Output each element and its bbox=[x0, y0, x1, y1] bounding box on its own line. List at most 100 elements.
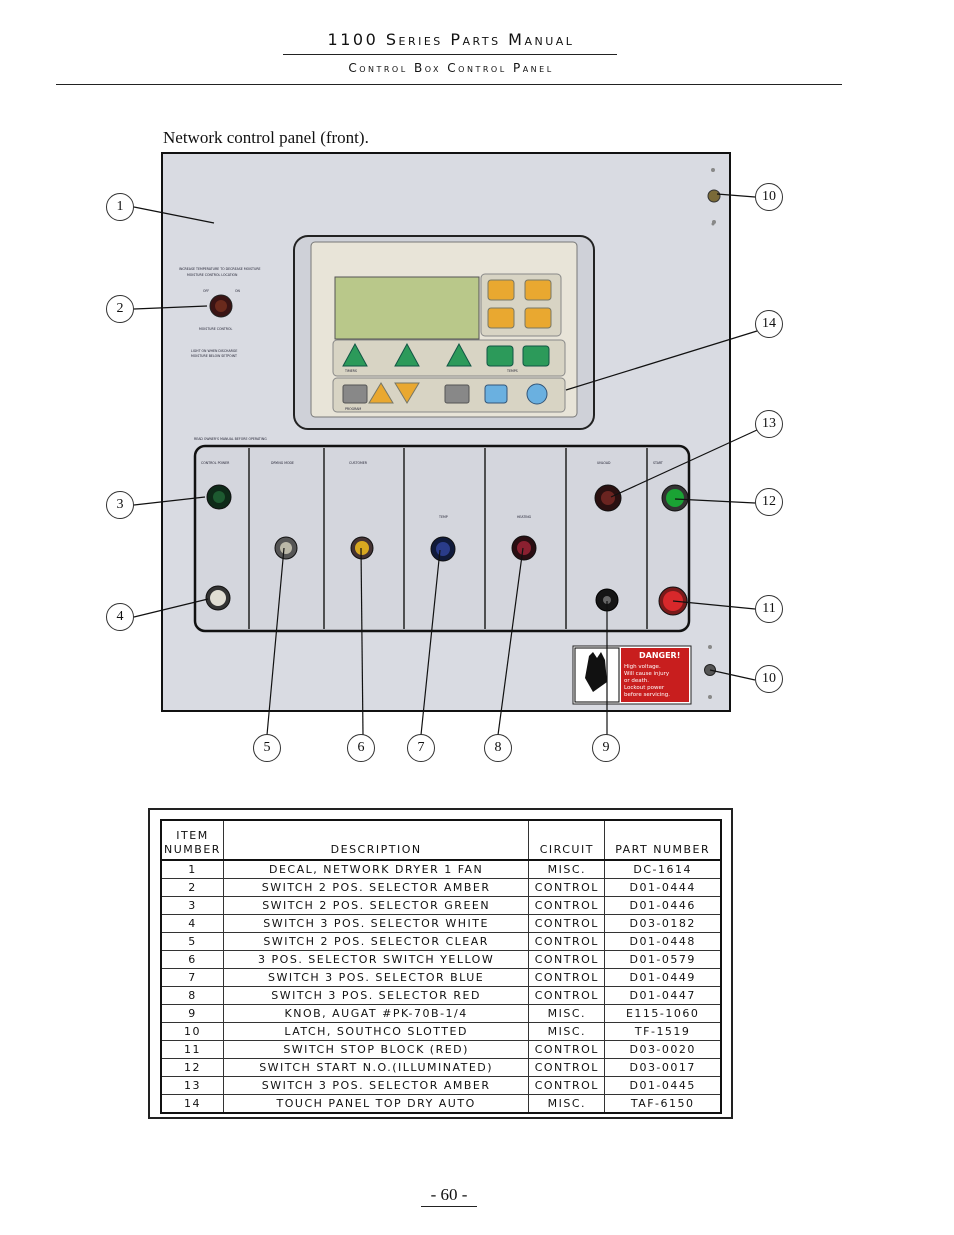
figure-caption: Network control panel (front). bbox=[163, 128, 369, 147]
cell-circuit: CONTROL bbox=[528, 896, 606, 915]
cell-description: DECAL, NETWORK DRYER 1 FAN bbox=[222, 859, 530, 879]
cell-item: 10 bbox=[160, 1022, 224, 1041]
svg-text:DRYING MODE: DRYING MODE bbox=[271, 461, 294, 465]
cell-item: 7 bbox=[160, 968, 224, 987]
callout-2: 2 bbox=[106, 295, 134, 323]
svg-text:MOISTURE CONTROL LOCATION: MOISTURE CONTROL LOCATION bbox=[187, 273, 238, 277]
moisture-label: INCREASE TEMPERATURE TO DECREASE MOISTUR… bbox=[179, 267, 261, 271]
cell-item: 13 bbox=[160, 1076, 224, 1095]
callout-12: 12 bbox=[755, 488, 783, 516]
svg-text:Will cause injury: Will cause injury bbox=[624, 671, 670, 677]
cell-circuit: CONTROL bbox=[528, 932, 606, 951]
cell-part-number: D01-0444 bbox=[604, 878, 722, 897]
col-description: DESCRIPTION bbox=[222, 819, 530, 861]
cell-item: 2 bbox=[160, 878, 224, 897]
cell-description: LATCH, SOUTHCO SLOTTED bbox=[222, 1022, 530, 1041]
cell-circuit: CONTROL bbox=[528, 968, 606, 987]
col-circuit: CIRCUIT bbox=[528, 819, 606, 861]
danger-title: DANGER! bbox=[639, 651, 680, 660]
cell-part-number: D03-0017 bbox=[604, 1058, 722, 1077]
svg-text:LIGHT ON WHEN DISCHARGE: LIGHT ON WHEN DISCHARGE bbox=[191, 349, 237, 353]
callout-5: 5 bbox=[253, 734, 281, 762]
cell-item: 1 bbox=[160, 859, 224, 879]
callout-6: 6 bbox=[347, 734, 375, 762]
cell-part-number: E115-1060 bbox=[604, 1004, 722, 1023]
cell-description: TOUCH PANEL TOP DRY AUTO bbox=[222, 1094, 530, 1114]
svg-text:UNLOAD: UNLOAD bbox=[597, 461, 611, 465]
col-part-number: PART NUMBER bbox=[604, 819, 722, 861]
callout-13: 13 bbox=[755, 410, 783, 438]
cell-item: 6 bbox=[160, 950, 224, 969]
svg-text:CUSTOMER: CUSTOMER bbox=[349, 461, 368, 465]
cell-part-number: D01-0449 bbox=[604, 968, 722, 987]
callout-14: 14 bbox=[755, 310, 783, 338]
cell-part-number: D01-0448 bbox=[604, 932, 722, 951]
latch-top bbox=[707, 189, 721, 203]
cell-part-number: DC-1614 bbox=[604, 859, 722, 879]
callout-7: 7 bbox=[407, 734, 435, 762]
cell-circuit: CONTROL bbox=[528, 1058, 606, 1077]
cell-part-number: D01-0445 bbox=[604, 1076, 722, 1095]
svg-text:Lockout power: Lockout power bbox=[624, 685, 665, 691]
manual-title: 1100 Series Parts Manual bbox=[327, 30, 575, 49]
cell-part-number: TAF-6150 bbox=[604, 1094, 722, 1114]
cell-item: 12 bbox=[160, 1058, 224, 1077]
cell-circuit: CONTROL bbox=[528, 1076, 606, 1095]
cell-item: 3 bbox=[160, 896, 224, 915]
cell-part-number: TF-1519 bbox=[604, 1022, 722, 1041]
callout-11: 11 bbox=[755, 595, 783, 623]
callout-9: 9 bbox=[592, 734, 620, 762]
svg-text:HEATING: HEATING bbox=[517, 515, 532, 519]
cell-item: 9 bbox=[160, 1004, 224, 1023]
svg-text:before servicing.: before servicing. bbox=[624, 692, 670, 698]
cell-description: 3 POS. SELECTOR SWITCH YELLOW bbox=[222, 950, 530, 969]
cell-description: KNOB, AUGAT #PK-70B-1/4 bbox=[222, 1004, 530, 1023]
svg-text:START: START bbox=[653, 461, 663, 465]
cell-circuit: CONTROL bbox=[528, 1040, 606, 1059]
cell-part-number: D01-0579 bbox=[604, 950, 722, 969]
cell-item: 5 bbox=[160, 932, 224, 951]
svg-text:or death.: or death. bbox=[624, 678, 649, 684]
cell-description: SWITCH 3 POS. SELECTOR AMBER bbox=[222, 1076, 530, 1095]
svg-text:ON: ON bbox=[235, 289, 241, 293]
cell-circuit: CONTROL bbox=[528, 986, 606, 1005]
page-number: - 60 - bbox=[430, 1185, 468, 1204]
cell-circuit: CONTROL bbox=[528, 914, 606, 933]
timers-label: TIMERS bbox=[344, 369, 357, 373]
svg-text:MOISTURE BELOW SETPOINT: MOISTURE BELOW SETPOINT bbox=[191, 354, 237, 358]
cell-description: SWITCH 2 POS. SELECTOR GREEN bbox=[222, 896, 530, 915]
cell-circuit: CONTROL bbox=[528, 950, 606, 969]
cell-part-number: D01-0447 bbox=[604, 986, 722, 1005]
cell-description: SWITCH 3 POS. SELECTOR RED bbox=[222, 986, 530, 1005]
svg-text:High voltage.: High voltage. bbox=[624, 664, 661, 670]
cell-item: 11 bbox=[160, 1040, 224, 1059]
cell-description: SWITCH START N.O.(ILLUMINATED) bbox=[222, 1058, 530, 1077]
cell-item: 14 bbox=[160, 1094, 224, 1114]
header-rule bbox=[283, 54, 617, 55]
cell-description: SWITCH 3 POS. SELECTOR WHITE bbox=[222, 914, 530, 933]
temps-label: TEMPS bbox=[506, 369, 518, 373]
program-label: PROGRAM bbox=[345, 407, 361, 411]
cell-description: SWITCH 2 POS. SELECTOR AMBER bbox=[222, 878, 530, 897]
callout-3: 3 bbox=[106, 491, 134, 519]
cell-description: SWITCH 2 POS. SELECTOR CLEAR bbox=[222, 932, 530, 951]
svg-text:MOISTURE CONTROL: MOISTURE CONTROL bbox=[199, 327, 233, 331]
svg-text:OFF: OFF bbox=[203, 289, 209, 293]
callout-4: 4 bbox=[106, 603, 134, 631]
callout-8: 8 bbox=[484, 734, 512, 762]
